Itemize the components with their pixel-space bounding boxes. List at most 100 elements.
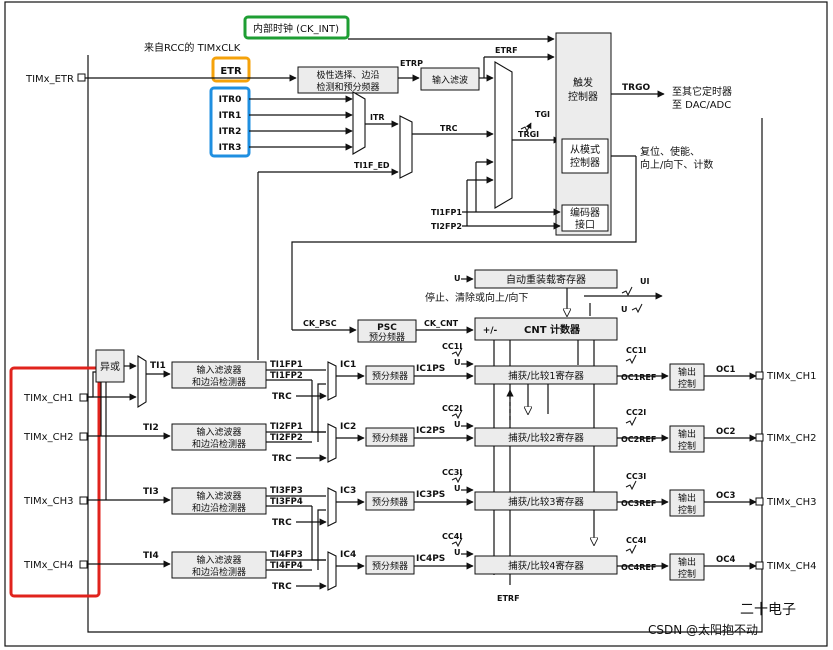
ch3-fpb-label: TI3FP4 — [270, 497, 303, 507]
auto-reload-label: 自动重装载寄存器 — [506, 273, 586, 286]
ch3-outctl-line2: 控制 — [678, 504, 696, 516]
ck-cnt-label: CK_CNT — [424, 319, 459, 328]
fp-cross-up-1 — [317, 383, 326, 442]
ch1-ic-mux — [327, 361, 337, 401]
ch2-cci-out-label: CC2I — [626, 408, 646, 417]
red-highlight — [9, 366, 101, 598]
etr-label: ETR — [220, 66, 242, 77]
timx-etr-pin-label: TIMx_ETR — [25, 74, 74, 85]
ch2-ocref-label: OC2REF — [621, 435, 656, 444]
ch4-oc-label: OC4 — [716, 555, 735, 565]
right-ch3-pin — [755, 497, 764, 506]
ch1-capcmp-register — [474, 365, 618, 385]
ch3-cci-in-label: CC3I — [442, 468, 462, 477]
ch4-outctl-line1: 输出 — [678, 556, 696, 568]
cnt-sign: +/- — [483, 326, 498, 336]
ti2fp2-label: TI2FP2 — [431, 222, 462, 231]
trc-mux — [399, 115, 413, 179]
ch3-trc-label: TRC — [272, 518, 292, 528]
etr-input-filter — [420, 67, 480, 91]
ch2-cci-in-icon — [451, 409, 463, 420]
itr1-label: ITR1 — [219, 111, 242, 121]
itr-label: ITR — [370, 113, 385, 122]
cnt-label: CNT 计数器 — [524, 323, 581, 336]
ch2-cci-out-icon — [625, 416, 637, 427]
ch1-u-label: U — [454, 358, 461, 367]
left-ch1-pin — [79, 393, 88, 402]
ch3-cci-out-label: CC3I — [626, 472, 646, 481]
itr-mux — [352, 91, 366, 155]
green-highlight — [243, 15, 350, 40]
ch4-trc-label: TRC — [272, 582, 292, 592]
u-label-right: U — [621, 305, 628, 314]
ch2-ic-label: IC2 — [340, 422, 356, 432]
ch3-filter-line1: 输入滤波器 — [196, 490, 241, 502]
psc-sub-label: 预分频器 — [369, 331, 405, 343]
ch2-u-label: U — [454, 420, 461, 429]
ch4-cci-out-label: CC4I — [626, 536, 646, 545]
ch4-capcmp-register — [474, 555, 618, 575]
tgi-label: TGI — [535, 110, 550, 119]
right-ch4-label: TIMx_CH4 — [766, 561, 816, 572]
ch4-output-control — [669, 553, 705, 581]
ch2-prescaler — [365, 427, 415, 447]
left-ch4-label: TIMx_CH4 — [23, 560, 73, 571]
ch4-filter-line1: 输入滤波器 — [196, 554, 241, 566]
ch3-ic-label: IC3 — [340, 486, 356, 496]
etrf-label: ETRF — [495, 46, 518, 55]
ch1-filter-line2: 和边沿检测器 — [192, 376, 246, 388]
ch3-ocref-label: OC3REF — [621, 499, 656, 508]
psc-label: PSC — [377, 323, 397, 333]
ui-interrupt-icon — [621, 286, 633, 297]
ch1-fpb-label: TI1FP2 — [270, 371, 303, 381]
ch2-fpa-label: TI2FP1 — [270, 422, 303, 432]
xor-label: 异或 — [100, 361, 120, 373]
ch3-input-filter — [171, 487, 267, 515]
ch1-ocref-label: OC1REF — [621, 373, 656, 382]
etrp-label: ETRP — [400, 59, 423, 68]
trgo-dest-line2: 至 DAC/ADC — [672, 99, 731, 111]
ch1-cci-in-icon — [451, 347, 463, 358]
ch3-filter-line2: 和边沿检测器 — [192, 502, 246, 514]
ch2-input-filter — [171, 423, 267, 451]
etr-polarity-line1: 极性选择、边沿 — [316, 69, 379, 81]
left-ch3-pin — [79, 496, 88, 505]
itr2-label: ITR2 — [219, 127, 242, 137]
psc-prescaler — [357, 319, 417, 343]
ch3-icps-label: IC3PS — [416, 490, 445, 500]
ch4-prescaler — [365, 555, 415, 575]
internal-clock-label: 内部时钟 (CK_INT) — [253, 22, 339, 35]
ch1-fpa-label: TI1FP1 — [270, 360, 303, 370]
ch2-outctl-line1: 输出 — [678, 428, 696, 440]
etr-polarity-line2: 检测和预分频器 — [316, 81, 379, 93]
left-ch1-label: TIMx_CH1 — [23, 393, 73, 404]
ch1-icps-label: IC1PS — [416, 364, 445, 374]
ch1-outctl-line1: 输出 — [678, 366, 696, 378]
ch1-oc-label: OC1 — [716, 365, 735, 375]
ch1-prescaler — [365, 365, 415, 385]
fp-cross-up-2 — [317, 509, 326, 570]
ch1-cci-out-label: CC1I — [626, 346, 646, 355]
ch3-capcmp-label: 捕获/比较3寄存器 — [508, 496, 584, 508]
ch1-trc-label: TRC — [272, 392, 292, 402]
timx-etr-pin — [77, 73, 86, 82]
ch4-fpb-label: TI4FP4 — [270, 561, 303, 571]
auto-reload-register — [474, 269, 618, 289]
ui-label: UI — [640, 277, 649, 286]
ch4-ic-label: IC4 — [340, 550, 356, 560]
slave-to-cnt-path — [291, 156, 637, 330]
ch4-u-label: U — [454, 548, 461, 557]
ch4-ocref-label: OC4REF — [621, 563, 656, 572]
ch2-capcmp-register — [474, 427, 618, 447]
blue-highlight — [209, 86, 251, 158]
ch1-cci-in-label: CC1I — [442, 342, 462, 351]
right-ch1-label: TIMx_CH1 — [766, 371, 816, 382]
slave-mode-line1: 从模式 — [570, 143, 600, 156]
ti1-mux — [137, 355, 147, 408]
encoder-line2: 接口 — [575, 218, 595, 231]
cnt-counter — [474, 317, 618, 341]
ti3-label: TI3 — [143, 487, 159, 497]
ch3-output-control — [669, 489, 705, 517]
